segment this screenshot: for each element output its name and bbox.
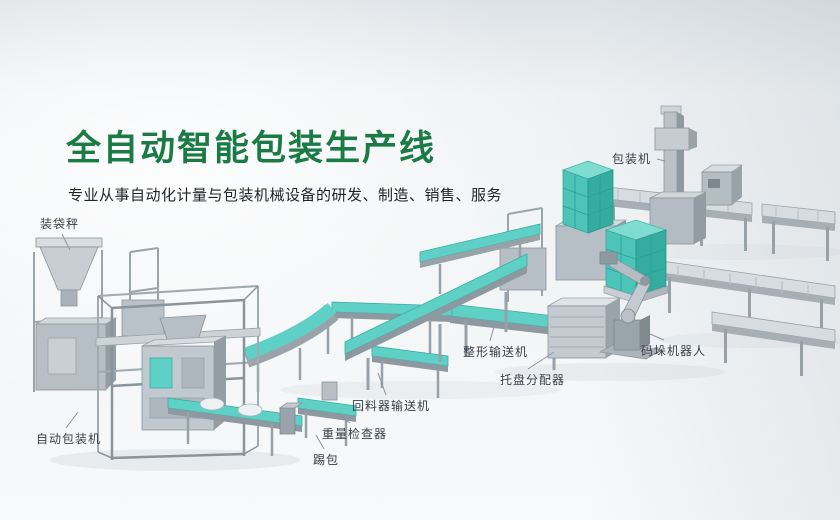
roller-stripes <box>677 266 809 296</box>
conveyor-legs <box>724 329 803 376</box>
conveyor-machine-unit <box>700 164 744 206</box>
label-shaping-conveyor: 整形输送机 <box>463 345 529 359</box>
conveyor-legs <box>668 277 823 339</box>
packing-machine-tower <box>649 105 707 245</box>
page-title: 全自动智能包装生产线 <box>66 129 437 168</box>
output-conveyor-machine <box>167 397 303 456</box>
machine-screen <box>149 357 173 389</box>
label-packing-machine: 包装机 <box>612 152 652 166</box>
small-transfer-conveyor <box>371 345 449 398</box>
hopper-funnel <box>39 246 99 291</box>
label-weight-checker: 重量检查器 <box>322 427 388 441</box>
label-palletizing-robot: 码垛机器人 <box>641 344 707 358</box>
pallet-dispenser-machine <box>546 297 622 359</box>
kick-bag-device <box>278 402 304 435</box>
label-return-feeder-conveyor: 回料器输送机 <box>352 399 431 413</box>
robot-gripper <box>599 251 618 265</box>
label-pallet-dispenser: 托盘分配器 <box>500 373 566 387</box>
carton-grid-lines <box>562 175 614 229</box>
roller-conveyor-lower-right <box>711 311 836 376</box>
label-auto-packing-machine: 自动包装机 <box>36 432 102 446</box>
palletizing-robot-machine <box>598 251 664 360</box>
bag <box>237 403 263 417</box>
auto-packing-machine-structure <box>95 285 261 460</box>
bagging-scale-machine <box>33 237 118 392</box>
pallet-slats <box>550 316 604 348</box>
label-bagging-scale: 装袋秤 <box>40 217 80 231</box>
return-feeder-conveyor-machine <box>344 253 528 390</box>
label-kick-bag: 踢包 <box>313 453 340 467</box>
incline-conveyor-upper <box>419 223 541 294</box>
weight-checker-machine <box>297 381 357 446</box>
label-leader-lines <box>61 158 666 450</box>
page-subtitle: 专业从事自动化计量与包装机械设备的研发、制造、销售、服务 <box>68 187 503 204</box>
transfer-frame-tower <box>499 207 547 302</box>
bag <box>199 397 225 411</box>
